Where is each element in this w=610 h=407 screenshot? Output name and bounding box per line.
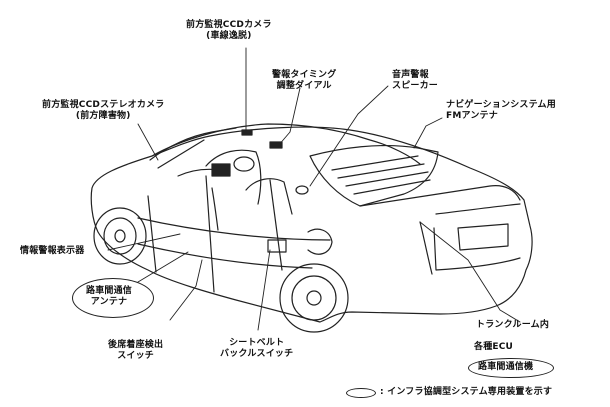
label-front-ccd-camera-line2: (車線逸脱) bbox=[206, 31, 252, 41]
front-wheel bbox=[93, 207, 147, 265]
label-ecu: 各種ECU bbox=[474, 342, 513, 353]
label-seatbelt-switch-line2: バックルスイッチ bbox=[220, 349, 294, 359]
label-nav-antenna: ナビゲーションシステム用 FMアンテナ bbox=[446, 100, 556, 122]
label-road-vehicle-device-line1: 路車間通信機 bbox=[478, 362, 534, 372]
label-trunk-room-line1: トランクルーム内 bbox=[476, 320, 550, 330]
label-speaker-line2: スピーカー bbox=[392, 81, 439, 91]
label-stereo-camera: 前方監視CCDステレオカメラ (前方障害物) bbox=[42, 100, 164, 122]
label-road-vehicle-antenna-line1: 路車間通信 bbox=[86, 286, 133, 296]
label-rear-seat-switch-line2: スイッチ bbox=[117, 351, 154, 361]
label-ecu-line1: 各種ECU bbox=[474, 342, 514, 352]
label-road-vehicle-antenna: 路車間通信 アンテナ bbox=[86, 286, 132, 308]
legend-text: : インフラ協調型システム専用装置を示す bbox=[380, 387, 553, 397]
label-trunk-room: トランクルーム内 bbox=[476, 320, 549, 331]
label-alarm-timing-dial: 警報タイミング 調整ダイアル bbox=[272, 70, 336, 92]
label-nav-antenna-line2: FMアンテナ bbox=[446, 111, 498, 121]
infra-marker-oval-device bbox=[468, 358, 554, 378]
car-body-outline bbox=[90, 123, 533, 323]
label-seatbelt-switch: シートベルト バックルスイッチ bbox=[220, 338, 293, 360]
label-seatbelt-switch-line1: シートベルト bbox=[229, 338, 285, 348]
leader-lines bbox=[107, 47, 521, 331]
label-alarm-timing-dial-line1: 警報タイミング bbox=[272, 70, 337, 80]
infra-marker-oval bbox=[72, 278, 154, 318]
label-rear-seat-switch-line1: 後席着座検出 bbox=[108, 340, 164, 350]
label-road-vehicle-antenna-line2: アンテナ bbox=[90, 297, 128, 307]
legend-oval-icon bbox=[346, 388, 376, 398]
label-info-display-line1: 情報警報表示器 bbox=[20, 246, 85, 256]
label-rear-seat-switch: 後席着座検出 スイッチ bbox=[108, 340, 163, 362]
label-stereo-camera-line2: (前方障害物) bbox=[75, 111, 131, 121]
label-front-ccd-camera: 前方監視CCDカメラ (車線逸脱) bbox=[186, 20, 272, 42]
label-speaker: 音声警報 スピーカー bbox=[392, 70, 438, 92]
label-road-vehicle-device: 路車間通信機 bbox=[478, 362, 533, 373]
label-speaker-line1: 音声警報 bbox=[392, 70, 429, 80]
label-front-ccd-camera-line1: 前方監視CCDカメラ bbox=[186, 20, 272, 30]
label-stereo-camera-line1: 前方監視CCDステレオカメラ bbox=[42, 100, 165, 110]
label-alarm-timing-dial-line2: 調整ダイアル bbox=[276, 81, 332, 91]
label-nav-antenna-line1: ナビゲーションシステム用 bbox=[446, 100, 556, 110]
label-info-display: 情報警報表示器 bbox=[20, 246, 84, 257]
rear-wheel bbox=[279, 263, 349, 333]
